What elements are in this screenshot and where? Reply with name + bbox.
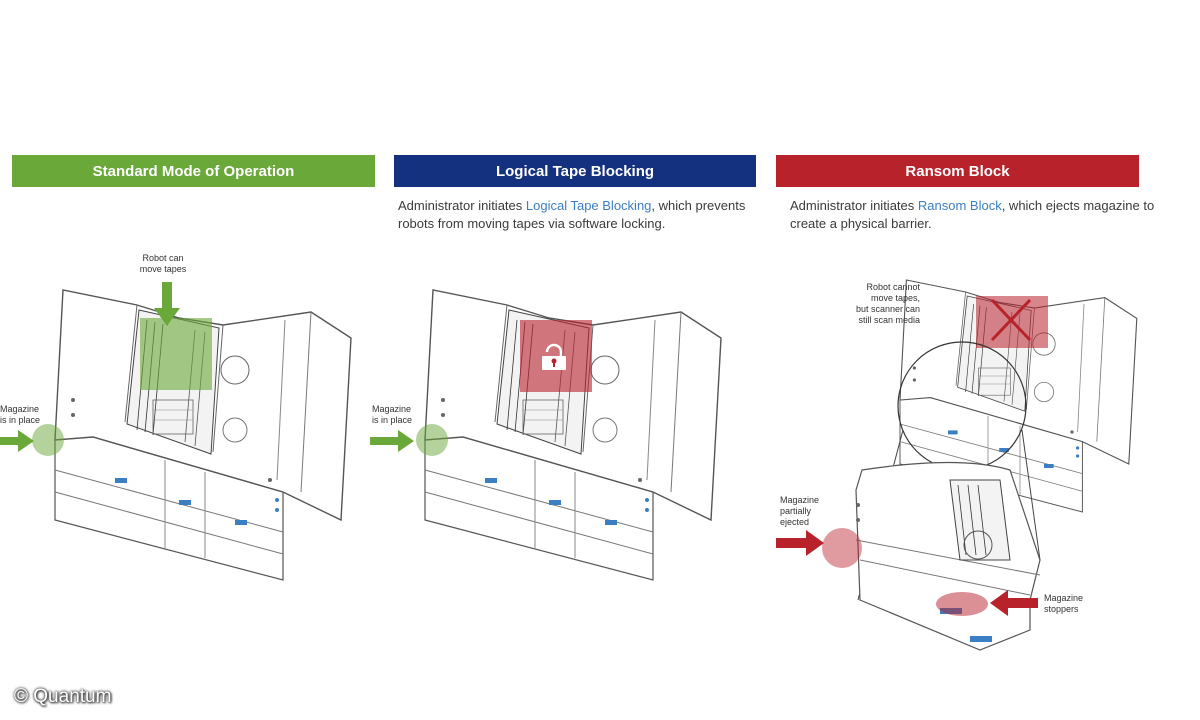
magazine-highlight (32, 424, 64, 456)
highlight-term: Ransom Block (917, 198, 1002, 213)
highlight-term: Logical Tape Blocking (525, 198, 652, 213)
banner-ransom-block: Ransom Block (776, 155, 1139, 187)
stoppers-highlight (936, 592, 988, 616)
ejected-magazine-highlight (822, 528, 862, 568)
robot-highlight (140, 318, 212, 390)
banner-title: Logical Tape Blocking (495, 162, 655, 180)
arrow-right (0, 437, 20, 445)
banner-logical-tape-blocking: Logical Tape Blocking (394, 155, 756, 187)
zoomed-detail (855, 461, 1041, 651)
arrow-right (776, 538, 808, 548)
copyright-watermark: © Quantum (14, 686, 112, 707)
arrow-right (370, 437, 400, 445)
lock-icon (542, 343, 566, 370)
description-ransom-block: Administrator initiates Ransom Block, wh… (790, 198, 1155, 231)
magazine-highlight (416, 424, 448, 456)
banner-standard-mode: Standard Mode of Operation (12, 155, 375, 187)
banner-title: Standard Mode of Operation (92, 162, 295, 180)
description-logical-tape-blocking: Administrator initiates Logical Tape Blo… (398, 198, 746, 231)
banner-title: Ransom Block (905, 162, 1010, 180)
arrow-left (1006, 598, 1038, 608)
arrow-down (162, 282, 172, 310)
